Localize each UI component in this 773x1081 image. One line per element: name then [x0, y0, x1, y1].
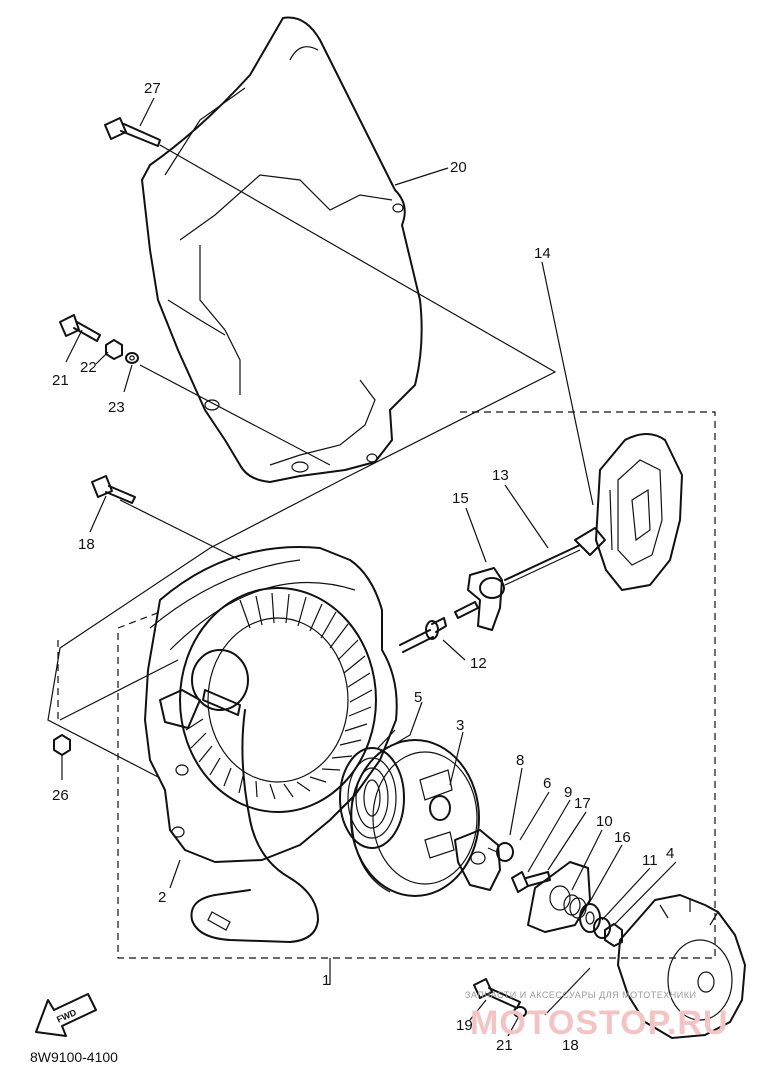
- assembly-bracket: [57, 411, 716, 985]
- callout-15: 15: [452, 490, 469, 507]
- bolt-part-18: [91, 475, 136, 504]
- callout-3: 3: [456, 717, 464, 734]
- leader-lines: [61, 97, 677, 1037]
- watermark-tagline: ЗАПЧАСТИ И АКСЕССУАРЫ ДЛЯ МОТОТЕХНИКИ: [465, 990, 696, 1000]
- pin-part-4: [487, 842, 514, 862]
- callout-21: 21: [496, 1037, 513, 1054]
- callout-labels: 27 20 21 22 23 18 26 2 1 14 13 15 12 5 3…: [52, 80, 674, 1054]
- pin-part-12: [399, 617, 447, 653]
- reel-part-3: [350, 739, 480, 897]
- callout-25: 23: [108, 399, 125, 416]
- callout-10: 11: [642, 852, 658, 869]
- callout-18: 18: [78, 536, 95, 553]
- washer-part-16: [579, 903, 601, 933]
- spring-part-5: [339, 729, 405, 849]
- callout-12: 12: [470, 655, 487, 672]
- handle-part-14: [574, 433, 683, 591]
- callout-1: 1: [322, 972, 330, 989]
- bolt-part-26: [104, 117, 161, 147]
- callout-17: 17: [574, 795, 591, 812]
- callout-19: 18: [562, 1037, 579, 1054]
- callout-6: 9: [564, 784, 572, 801]
- callout-11: 4: [666, 845, 674, 862]
- fan-blades: [185, 592, 373, 800]
- watermark: ЗАПЧАСТИ И АКСЕССУАРЫ ДЛЯ МОТОТЕХНИКИ MO…: [465, 990, 729, 1042]
- nut-part-11: [604, 923, 623, 947]
- plate-part-9: [527, 861, 591, 933]
- callout-20: 19: [456, 1017, 473, 1034]
- callout-9: 10: [596, 813, 613, 830]
- callout-2: 2: [158, 889, 166, 906]
- guide-part-15: [454, 567, 505, 631]
- washer-part-21: [513, 1006, 527, 1018]
- alignment-lines: [47, 144, 591, 1016]
- bolt-part-23: [59, 314, 101, 342]
- spring-part-17: [563, 894, 587, 919]
- callout-23: 21: [52, 372, 69, 389]
- callout-8: 8: [516, 752, 524, 769]
- callout-22: 20: [450, 159, 467, 176]
- callout-26: 27: [144, 80, 161, 97]
- bolt-part-20: [473, 978, 521, 1009]
- nut-part-27: [53, 734, 71, 756]
- rope-part-13: [504, 544, 581, 586]
- callout-4: 6: [543, 775, 551, 792]
- callout-13: 13: [492, 467, 509, 484]
- callout-5: 5: [414, 689, 422, 706]
- pawl-part-8: [454, 829, 501, 891]
- forward-arrow-label: FWD: [55, 1007, 78, 1025]
- forward-arrow-icon: FWD: [35, 993, 97, 1037]
- nut-part-24: [105, 339, 123, 360]
- callout-16: 16: [614, 829, 631, 846]
- pulley-part-19: [617, 894, 746, 1039]
- callout-24: 22: [80, 359, 97, 376]
- callout-27: 26: [52, 787, 69, 804]
- washer-part-10: [593, 917, 611, 939]
- drawing-code: 8W9100-4100: [30, 1049, 118, 1065]
- watermark-brand: MOTOSTOP.RU: [470, 1004, 729, 1042]
- cover-part-22: [141, 16, 423, 483]
- starter-case-part-2: [144, 546, 398, 943]
- washer-part-25: [125, 352, 139, 364]
- bolt-part-6: [511, 871, 551, 893]
- callout-14: 14: [534, 245, 551, 262]
